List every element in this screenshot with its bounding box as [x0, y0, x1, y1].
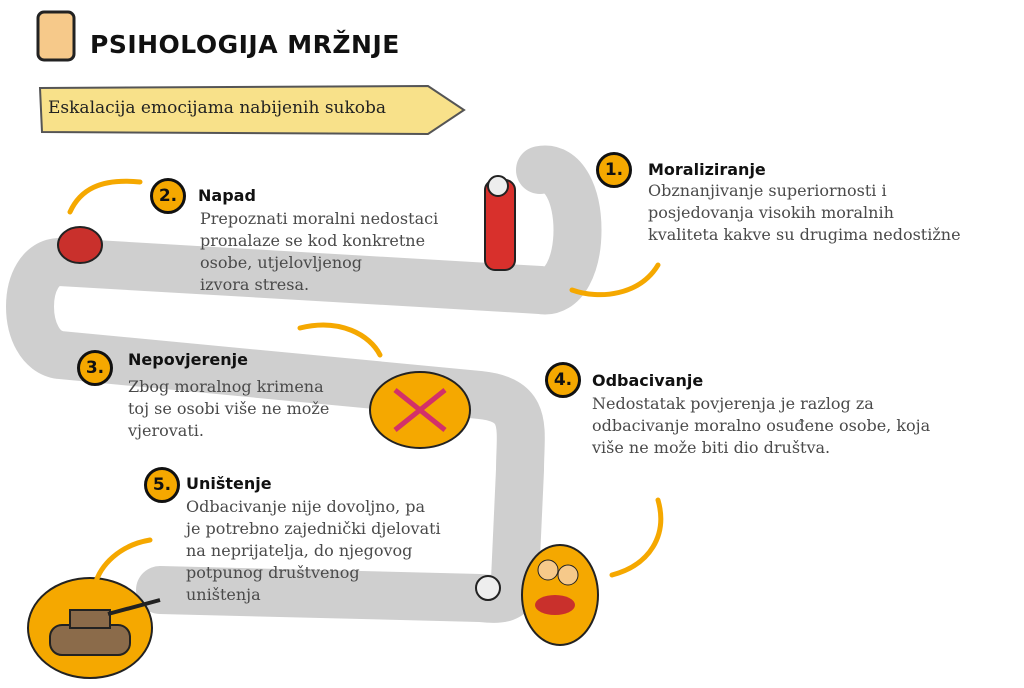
crowd-icon — [475, 544, 599, 646]
step-1-text: Obznanjivanje superiornosti i posjedovan… — [648, 181, 961, 244]
step-4-heading: Odbacivanje — [592, 371, 704, 390]
step-1-heading: Moraliziranje — [648, 160, 766, 179]
step-1-number: 1. — [596, 152, 632, 188]
step-5-number: 5. — [144, 467, 180, 503]
step-3-heading: Nepovjerenje — [128, 350, 248, 369]
step-5-text: Odbacivanje nije dovoljno, pa je potrebn… — [186, 497, 441, 604]
step-2-heading: Napad — [198, 186, 256, 205]
step-3-text: Zbog moralnog krimena toj se osobi više … — [128, 377, 330, 440]
broken-handshake-icon — [369, 371, 471, 449]
step-3-number: 3. — [77, 350, 113, 386]
step-2-number: 2. — [150, 178, 186, 214]
arrows — [67, 178, 664, 588]
boxing-glove-icon — [57, 226, 103, 264]
step-4-number: 4. — [545, 362, 581, 398]
step-2-text: Prepoznati moralni nedostaci pronalaze s… — [200, 209, 439, 294]
superhero-icon — [484, 175, 516, 271]
step-5-heading: Uništenje — [186, 474, 272, 493]
page-title: PSIHOLOGIJA MRŽNJE — [90, 30, 400, 59]
tank-icon — [27, 577, 161, 679]
fist-icon — [36, 10, 76, 62]
subtitle-banner — [38, 84, 466, 136]
step-4-text: Nedostatak povjerenja je razlog za odbac… — [592, 394, 931, 457]
